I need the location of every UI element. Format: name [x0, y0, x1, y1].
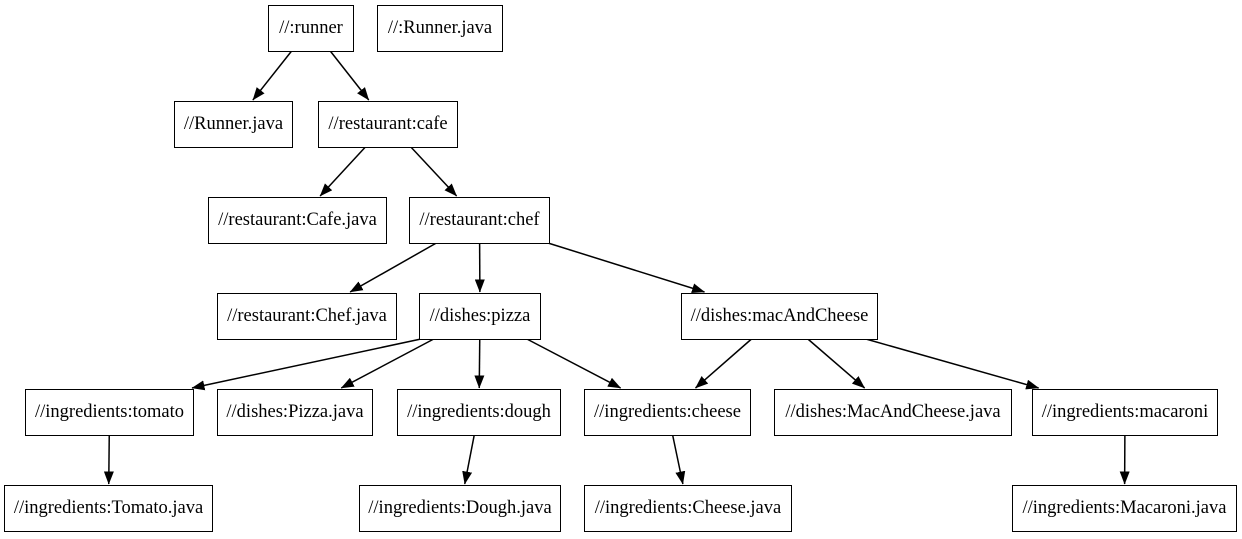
node-ingredients-cheese: //ingredients:cheese — [584, 389, 751, 436]
node-ingredients-dough-java: //ingredients:Dough.java — [359, 485, 561, 532]
edge-cafe-to-chef — [410, 146, 458, 197]
node-restaurant-cafe: //restaurant:cafe — [318, 101, 458, 148]
node-dishes-macandcheese-java: //dishes:MacAndCheese.java — [774, 389, 1012, 436]
node-dishes-pizza: //dishes:pizza — [419, 293, 541, 340]
edge-pizza-to-pizza_java — [340, 338, 435, 389]
edge-runner-to-cafe — [329, 50, 370, 101]
node-restaurant-chef-java: //restaurant:Chef.java — [217, 293, 397, 340]
edge-pizza-to-tomato — [191, 338, 422, 391]
node-runner-java: //Runner.java — [174, 101, 293, 148]
node-runner: //:runner — [268, 5, 354, 52]
edge-chef-to-mac_and_cheese — [547, 242, 705, 294]
edge-pizza-to-dough — [474, 338, 485, 389]
node-ingredients-dough: //ingredients:dough — [397, 389, 561, 436]
node-ingredients-tomato-java: //ingredients:Tomato.java — [4, 485, 213, 532]
node-ingredients-cheese-java: //ingredients:Cheese.java — [584, 485, 792, 532]
edge-mac_and_cheese-to-mac_and_cheese_java — [807, 338, 866, 389]
edge-cheese-to-cheese_java — [671, 434, 686, 485]
node-dishes-pizza-java: //dishes:Pizza.java — [217, 389, 373, 436]
edge-mac_and_cheese-to-cheese — [695, 338, 752, 389]
edge-tomato-to-tomato_java — [103, 434, 114, 485]
edge-cafe-to-cafe_java — [319, 146, 366, 197]
edge-pizza-to-cheese — [526, 338, 622, 389]
node-dishes-macandcheese: //dishes:macAndCheese — [681, 293, 878, 340]
node-ingredients-macaroni-java: //ingredients:Macaroni.java — [1012, 485, 1237, 532]
node-runner-java-file: //:Runner.java — [377, 5, 503, 52]
node-ingredients-tomato: //ingredients:tomato — [25, 389, 194, 436]
edge-chef-to-chef_java — [349, 242, 437, 293]
edge-dough-to-dough_java — [462, 434, 475, 485]
node-ingredients-macaroni: //ingredients:macaroni — [1032, 389, 1218, 436]
edge-runner-to-runner_java — [252, 50, 293, 101]
node-restaurant-cafe-java: //restaurant:Cafe.java — [208, 197, 387, 244]
edge-mac_and_cheese-to-macaroni — [865, 338, 1040, 390]
node-restaurant-chef: //restaurant:chef — [409, 197, 550, 244]
